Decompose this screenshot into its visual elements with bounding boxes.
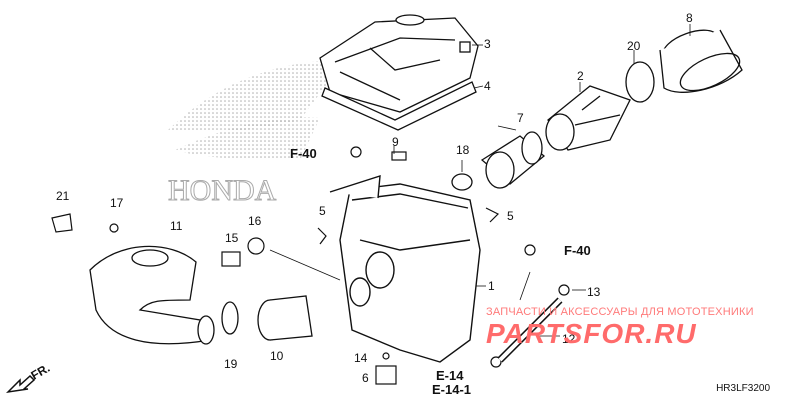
callout-2: 2 (577, 69, 584, 83)
callout-10: 10 (270, 349, 284, 363)
callout-17: 17 (110, 196, 124, 210)
callout-20: 20 (627, 39, 641, 53)
callout-19: 19 (224, 357, 238, 371)
air-cleaner-case (329, 175, 481, 363)
callout-11: 11 (170, 219, 183, 233)
callout-8: 8 (686, 11, 693, 25)
air-cleaner-joint (221, 295, 313, 341)
filter-cage (545, 85, 631, 151)
intake-duct (89, 245, 215, 345)
honda-wing-logo: HONDA (168, 60, 345, 208)
callout-14: 14 (354, 351, 368, 365)
callout-12: 12 (562, 332, 576, 346)
watermark: ЗАПЧАСТИ И АКСЕССУАРЫ ДЛЯ МОТОТЕХНИКИ PA… (486, 306, 786, 350)
callout-16: 16 (248, 214, 262, 228)
air-cleaner-cover (319, 14, 479, 131)
logo-text: HONDA (168, 174, 277, 207)
direction-label: FR. (29, 366, 53, 383)
ref-f40-left: F-40 (290, 146, 317, 161)
callout-13: 13 (587, 285, 601, 299)
callout-4: 4 (484, 79, 491, 93)
callout-18: 18 (456, 143, 470, 157)
callout-6: 6 (362, 371, 369, 385)
callout-21: 21 (56, 189, 70, 203)
callout-5a: 5 (319, 204, 326, 218)
ref-e14: E-14 (436, 368, 464, 383)
callout-15: 15 (225, 231, 239, 245)
watermark-tagline: ЗАПЧАСТИ И АКСЕССУАРЫ ДЛЯ МОТОТЕХНИКИ (486, 306, 754, 318)
band-clamp (625, 61, 655, 103)
leader-lines (269, 24, 691, 337)
callout-3: 3 (484, 37, 491, 51)
watermark-site: PARTSFOR.RU (486, 318, 697, 349)
callout-5b: 5 (507, 209, 514, 223)
callout-7: 7 (517, 111, 524, 125)
air-filter-element (659, 29, 743, 93)
tube-clamp (451, 173, 473, 191)
callout-9: 9 (392, 135, 399, 149)
callout-1: 1 (488, 279, 495, 293)
connecting-tube (480, 131, 546, 189)
ref-e14-1: E-14-1 (432, 382, 472, 397)
diagram-code: HR3LF3200 (716, 383, 770, 394)
front-direction-arrow-icon: FR. (6, 366, 53, 394)
small-hardware (51, 146, 570, 385)
ref-f40-right: F-40 (564, 243, 591, 258)
